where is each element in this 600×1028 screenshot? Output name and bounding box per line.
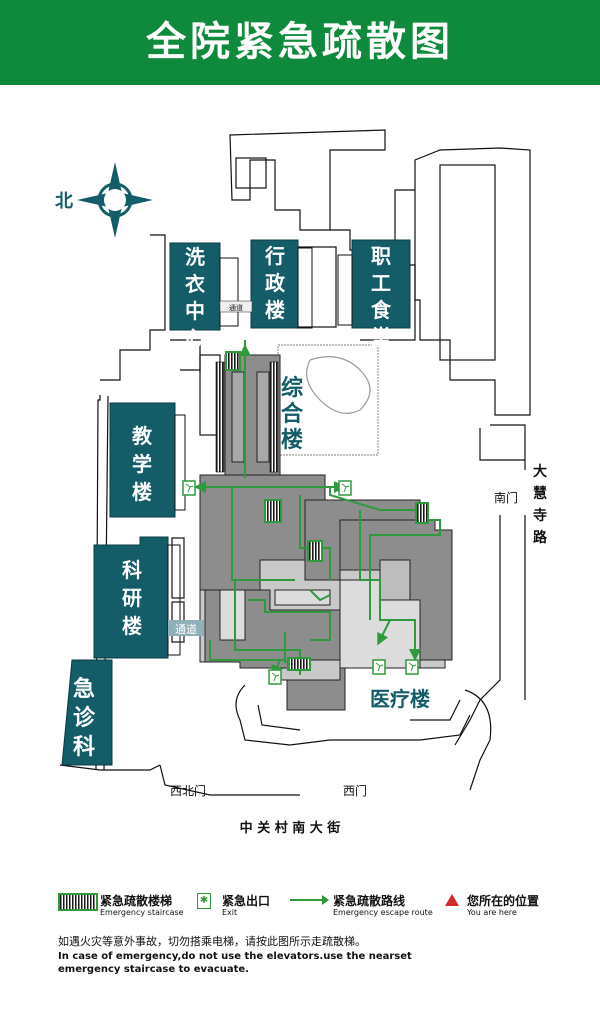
staircase-icon xyxy=(307,540,323,562)
road-south: 中 关 村 南 大 街 xyxy=(239,821,341,836)
legend-exit-sub: Exit xyxy=(222,908,238,917)
staircases xyxy=(225,351,429,671)
road-east: 大慧寺路 xyxy=(533,464,547,546)
building-side-stripes xyxy=(167,247,353,656)
building-medical: 医疗楼 xyxy=(370,687,430,711)
passage-top-label: 通道 xyxy=(229,304,243,312)
route-icon xyxy=(290,899,326,901)
note-english-1: In case of emergency,do not use the elev… xyxy=(58,951,412,962)
route-arrowhead-icon xyxy=(322,895,329,905)
legend-staircase-label: 紧急疏散楼梯 xyxy=(100,894,173,908)
building-emergency: 急诊科 xyxy=(72,677,95,760)
compass-north-label: 北 xyxy=(55,191,73,212)
exit-icon xyxy=(268,669,282,685)
compass-icon xyxy=(77,162,153,238)
building-admin: 行政楼 xyxy=(265,244,285,322)
building-laundry: 洗衣中心 xyxy=(185,245,205,350)
staircase-icon xyxy=(58,893,98,911)
building-research: 科研楼 xyxy=(122,558,142,638)
passage-middle-label: 通道 xyxy=(175,623,197,636)
legend-route-label: 紧急疏散路线 xyxy=(333,894,406,908)
gate-south: 南门 xyxy=(493,491,518,505)
staircase-icon xyxy=(287,657,311,671)
passage-top xyxy=(219,300,253,313)
gate-west: 西门 xyxy=(342,784,367,798)
you-are-here-icon xyxy=(445,894,459,906)
exit-icon xyxy=(405,659,419,675)
legend-route-sub: Emergency escape route xyxy=(333,908,433,917)
staircase-complex-east xyxy=(269,361,279,473)
staircase-icon xyxy=(225,351,241,371)
legend-exit-label: 紧急出口 xyxy=(222,894,271,908)
page-title: 全院紧急疏散图 xyxy=(146,19,454,65)
building-canteen: 职工食堂 xyxy=(371,244,391,349)
exit-icon xyxy=(372,659,386,675)
legend-here-sub: You are here xyxy=(467,908,517,917)
staircase-complex-west xyxy=(215,361,225,473)
exit-icon xyxy=(182,480,196,496)
note-chinese: 如遇火灾等意外事故，切勿搭乘电梯，请按此图所示走疏散梯。 xyxy=(58,935,366,948)
evacuation-map xyxy=(59,129,531,796)
exit-icon xyxy=(338,480,352,496)
gate-northwest: 西北门 xyxy=(169,784,206,798)
legend-staircase-sub: Emergency staircase xyxy=(100,908,184,917)
legend-here-label: 您所在的位置 xyxy=(467,894,540,908)
legend: 紧急疏散楼梯 Emergency staircase ✱ 紧急出口 Exit 紧… xyxy=(0,888,600,928)
staircase-icon xyxy=(415,502,429,524)
header-bar: 全院紧急疏散图 xyxy=(0,0,600,85)
exits xyxy=(182,480,419,685)
building-complex: 综合楼 xyxy=(280,376,303,453)
building-teaching: 教学楼 xyxy=(132,424,152,504)
staircase-icon xyxy=(264,499,282,523)
passage-middle xyxy=(168,620,204,636)
note-english-2: emergency staircase to evacuate. xyxy=(58,964,249,975)
exit-icon: ✱ xyxy=(197,893,211,909)
teal-buildings xyxy=(61,239,411,766)
